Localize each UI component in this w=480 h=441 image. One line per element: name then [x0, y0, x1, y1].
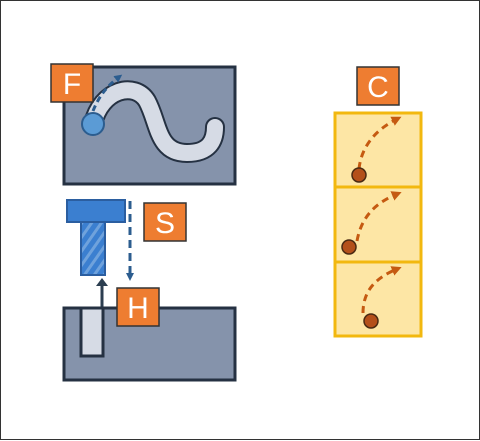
s-slot: [85, 82, 223, 162]
label-h-text: H: [127, 292, 149, 325]
label-f-text: F: [63, 68, 81, 101]
frame-2-trajectory: [355, 191, 402, 242]
frame-3-trajectory: [361, 266, 402, 314]
top-plate: [62, 65, 237, 186]
label-s-text: S: [155, 207, 175, 240]
label-s-box: [143, 202, 187, 242]
frame-2: [341, 191, 402, 255]
label-f: F: [50, 63, 94, 103]
frame-2-ball: [341, 239, 357, 255]
label-h-box: [116, 287, 160, 327]
label-c: C: [356, 66, 400, 106]
ball-path-arrow: [91, 74, 123, 112]
label-h: H: [116, 287, 160, 327]
frame-1-ball: [351, 167, 367, 183]
screw-hole: [79, 306, 105, 358]
frame-1-trajectory: [357, 116, 402, 170]
frame-3-ball: [363, 313, 379, 329]
frame-column-body: [333, 111, 423, 338]
screw: [66, 199, 126, 276]
frame-3: [361, 266, 402, 329]
frame-1: [351, 116, 402, 183]
label-c-box: [356, 66, 400, 106]
screw-head: [66, 199, 126, 223]
frame-column: [333, 111, 423, 338]
screw-shaft: [80, 221, 106, 276]
label-s: S: [143, 202, 187, 242]
gap-arrow-head-up: [96, 278, 108, 286]
label-f-box: [50, 63, 94, 103]
blue-ball: [81, 112, 105, 136]
label-c-text: C: [367, 71, 389, 104]
